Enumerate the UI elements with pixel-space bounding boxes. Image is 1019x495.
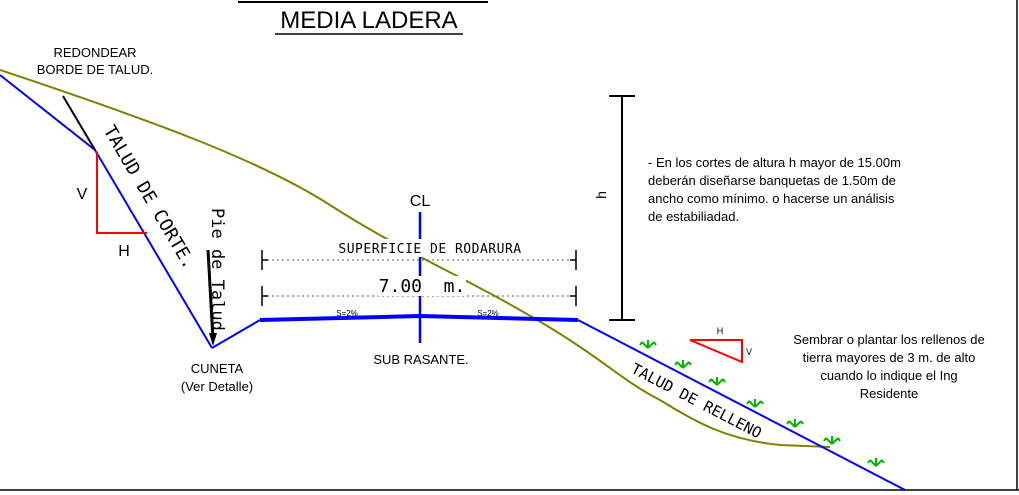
ratio-triangle [96, 152, 147, 234]
grass-tuft-icon [708, 377, 726, 386]
cut-note-line-1: - En los cortes de altura h mayor de 15.… [648, 155, 901, 170]
fill-slope-label: TALUD DE RELLENO [628, 360, 764, 443]
v-label: V [77, 186, 88, 203]
natural-terrain-line [0, 69, 831, 448]
h-label: H [118, 243, 130, 260]
round-edge-leader [62, 95, 96, 151]
fill-ratio-h: H [717, 326, 724, 336]
fill-note-line-3: cuando lo indique el Ing [820, 368, 957, 383]
slope-right-label: S=2% [477, 309, 499, 318]
cut-note-line-3: ancho como mínimo. o hacerse un análisis [648, 191, 895, 206]
round-edge-label-2: BORDE DE TALUD. [37, 62, 154, 77]
fill-note-line-2: tierra mayores de 3 m. de alto [803, 350, 976, 365]
road-surface-label: SUPERFICIE DE RODARURA [338, 242, 521, 257]
fill-slope-line [577, 319, 906, 491]
arrowhead-icon [209, 333, 217, 346]
cut-note-line-2: deberán diseñarse banquetas de 1.50m de [648, 173, 896, 188]
cut-note-line-4: de estabiliadad. [648, 209, 739, 224]
grass-tuft-icon [867, 458, 885, 467]
width-label-bg [378, 276, 466, 296]
toe-leader [206, 249, 215, 341]
slope-left-label: S=2% [336, 309, 358, 318]
ditch-label-2: (Ver Detalle) [181, 379, 253, 394]
drawing-title: MEDIA LADERA [280, 7, 457, 34]
centerline-label: CL [410, 193, 431, 210]
road-surface-label-bg [320, 239, 540, 257]
grass-tuft-icon [746, 399, 764, 408]
fill-note-line-1: Sembrar o plantar los rellenos de [793, 332, 985, 347]
ditch-label-1: CUNETA [191, 361, 244, 376]
grass-tuft-icon [639, 340, 657, 349]
cut-slope-line [0, 74, 213, 349]
ditch-line [211, 319, 261, 349]
grass-tuft-icon [786, 419, 804, 428]
toe-slope-label: Pie de Talud. [207, 208, 227, 341]
width-label: 7.00 m. [379, 276, 466, 297]
round-edge-label-1: REDONDEAR [53, 45, 136, 60]
subgrade-label: SUB RASANTE. [373, 352, 468, 367]
grass-tuft-icon [823, 436, 841, 445]
height-symbol: h [593, 191, 609, 199]
fill-ratio-v: V [746, 347, 752, 357]
cut-slope-label: TALUD DE CORTE. [99, 122, 200, 273]
fill-note-line-4: Residente [860, 386, 919, 401]
grass-tuft-icon [674, 360, 692, 369]
fill-ratio-triangle [689, 339, 743, 364]
